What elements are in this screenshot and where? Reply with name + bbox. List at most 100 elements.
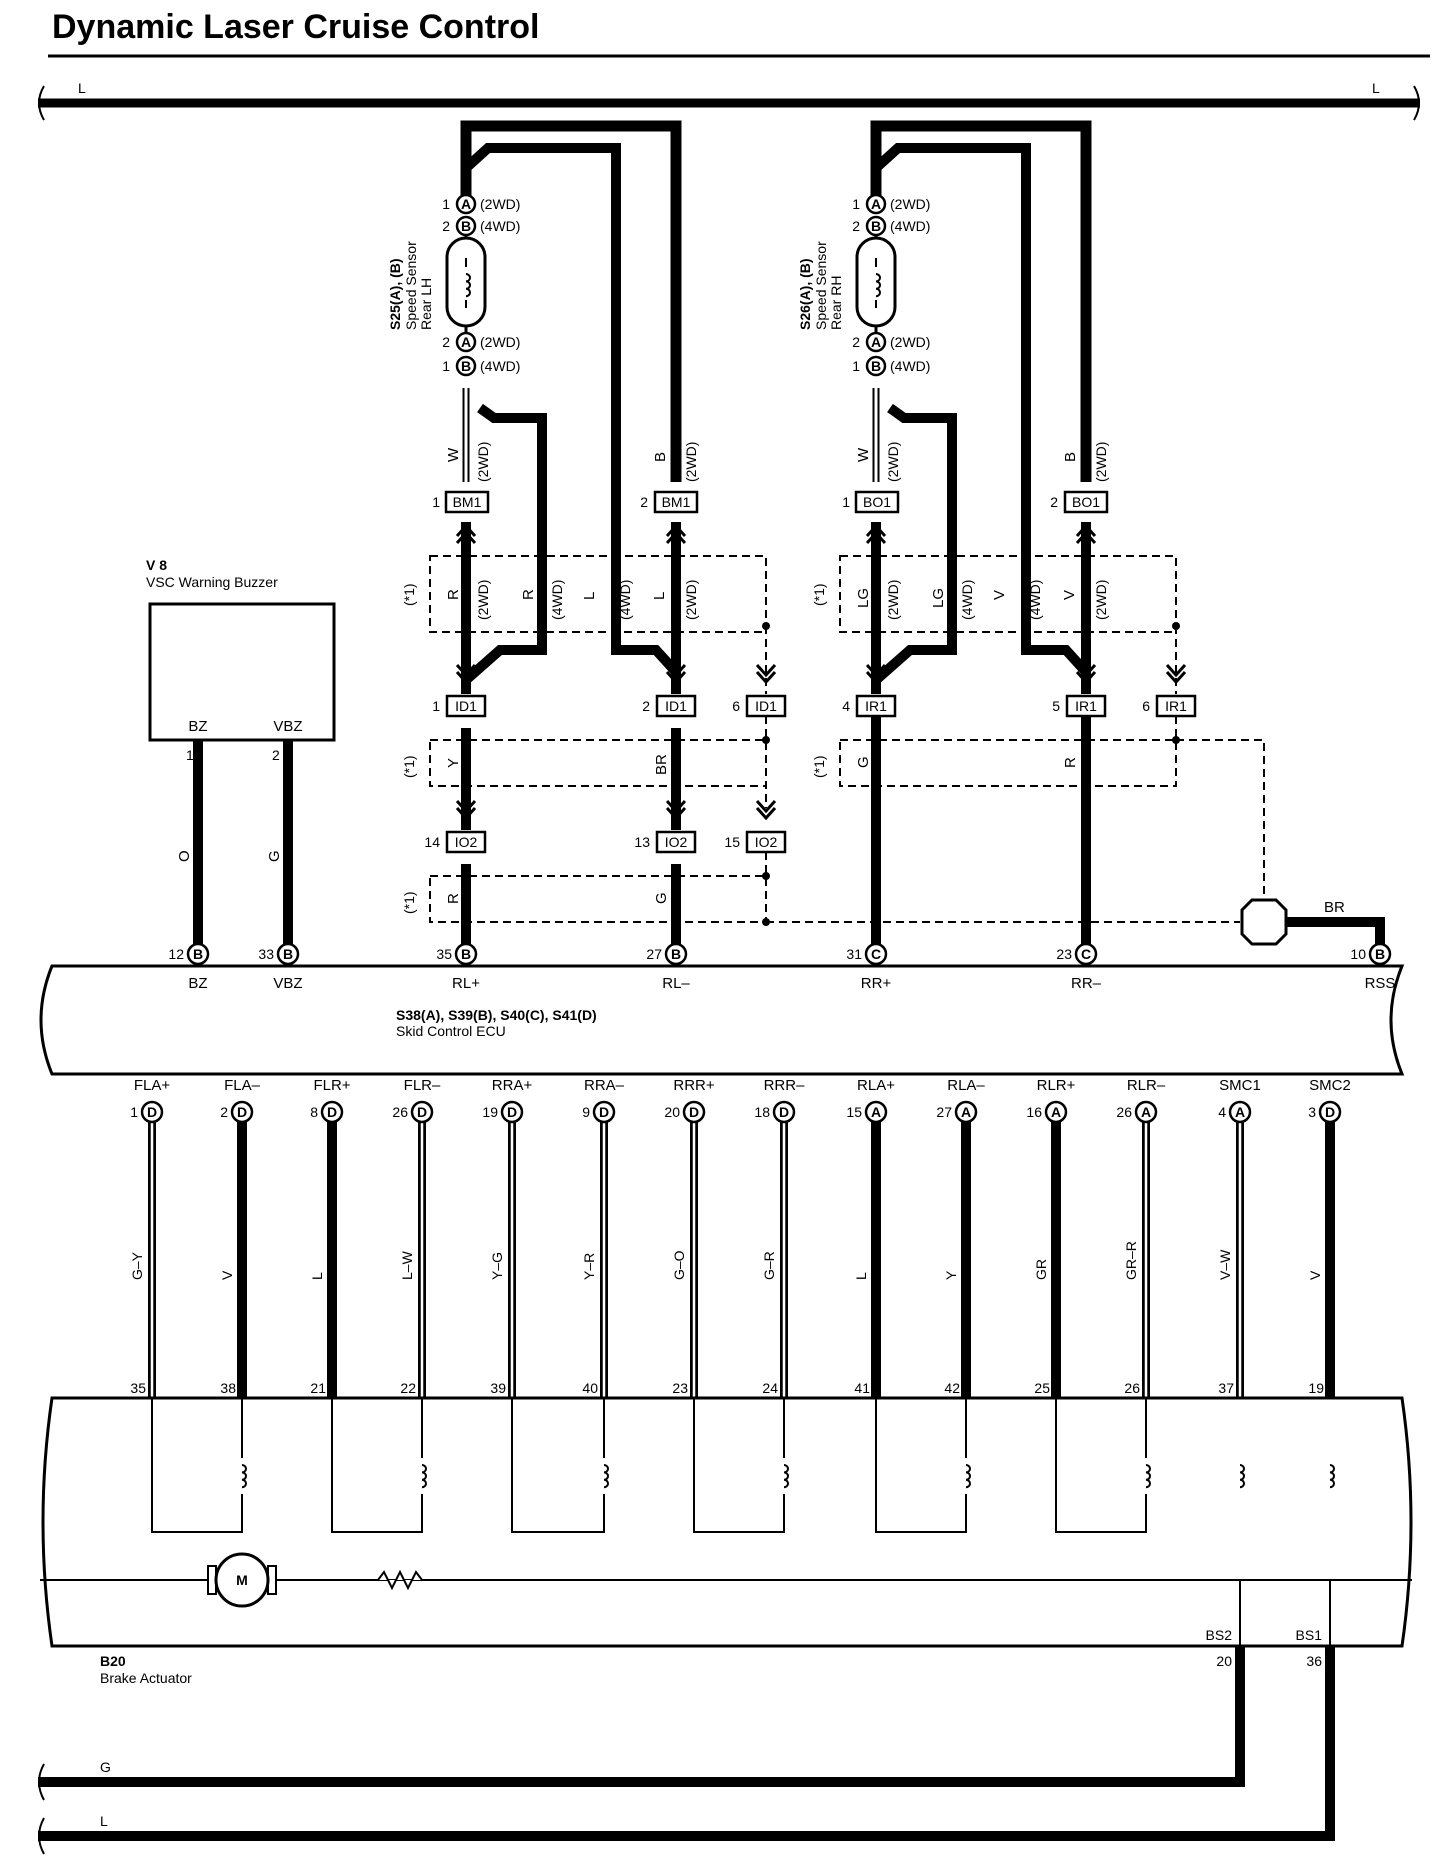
pin-number: 36	[1306, 1653, 1322, 1669]
actuator-pin-number: 21	[310, 1380, 326, 1396]
rh-sensor-name: Speed Sensor	[813, 241, 829, 330]
pin-letter: B	[193, 946, 203, 962]
ecu-name: Skid Control ECU	[396, 1023, 506, 1039]
connector-ir1-pin5: IR1	[1065, 694, 1107, 718]
pin-name: RRR–	[764, 1077, 805, 1094]
actuator-pin-number: 24	[762, 1380, 778, 1396]
connector-ir1-pin6: IR1	[1155, 694, 1197, 718]
optional-box	[429, 555, 767, 633]
wire-color: Y–G	[489, 1252, 505, 1280]
pin-name: RL–	[662, 975, 690, 992]
pin-letter: B	[283, 946, 293, 962]
pin-circle	[320, 1100, 344, 1124]
buzzer-pin-label: BZ	[188, 718, 207, 735]
pin-number: 1	[842, 494, 850, 510]
connector-bm1-pin1: BM1	[444, 490, 490, 514]
pin-name: RRA–	[584, 1077, 625, 1094]
actuator-pin-number: 37	[1218, 1380, 1234, 1396]
svg-text:A: A	[461, 196, 471, 212]
variant-label: (2WD)	[683, 442, 699, 482]
connector-bo1-pin1: BO1	[854, 490, 900, 514]
pin-number: 5	[1052, 698, 1060, 714]
skid-control-ecu	[39, 964, 1405, 1076]
pin-number: 19	[482, 1104, 498, 1120]
lh-sensor-pin-b-top: B	[455, 215, 477, 237]
wire-color-b: B	[1062, 452, 1079, 462]
wire-color-r: R	[1062, 757, 1079, 768]
actuator-pin-number: 19	[1308, 1380, 1324, 1396]
actuator-pin-number: 26	[1124, 1380, 1140, 1396]
connector-ir1-pin4: IR1	[855, 694, 897, 718]
pin-number: 27	[936, 1104, 952, 1120]
ecu-bottom-pin: RLA–A27Y42SLARL–	[904, 1077, 985, 1422]
lh-variant: (2WD)	[480, 196, 520, 212]
variant-label: (4WD)	[959, 580, 975, 620]
actuator-pin-number: 38	[220, 1380, 236, 1396]
svg-text:B: B	[871, 358, 881, 374]
pin-circle	[140, 1100, 164, 1124]
connector-bo1-pin2: BO1	[1063, 490, 1109, 514]
lh-sensor-side: Rear LH	[418, 278, 434, 330]
pin-name: BZ	[188, 975, 207, 992]
pin-name: RLR–	[1127, 1077, 1166, 1094]
pin-name: RR+	[861, 975, 892, 992]
pin-number: 8	[310, 1104, 318, 1120]
pin-letter: D	[689, 1104, 699, 1120]
wire-color-r: R	[520, 589, 537, 600]
pin-name: RL+	[452, 975, 480, 992]
wire-color: Y	[943, 1270, 959, 1280]
pin-letter: C	[1081, 946, 1091, 962]
pin-circle	[500, 1100, 524, 1124]
buzzer-name: VSC Warning Buzzer	[146, 574, 278, 590]
wire-color: V	[219, 1270, 235, 1280]
wire-color-l: L	[581, 592, 598, 600]
connector-id1-pin2: ID1	[655, 694, 697, 718]
rh-sensor-wiring	[870, 120, 1092, 950]
pin-number: 20	[1216, 1653, 1232, 1669]
rh-sensor-id: S26(A), (B)	[797, 258, 813, 330]
pin-letter: A	[961, 1104, 971, 1120]
wire-color: G–Y	[129, 1251, 145, 1280]
pin-name: RRR+	[673, 1077, 714, 1094]
wire-color: V–W	[1217, 1249, 1233, 1280]
actuator-pin-number: 23	[672, 1380, 688, 1396]
connector-io2-pin15: IO2	[745, 830, 787, 854]
wire-color: G–O	[671, 1250, 687, 1280]
variant-label: (2WD)	[885, 580, 901, 620]
optional-box	[429, 875, 767, 923]
bottom-bus-wiring	[38, 1646, 1335, 1841]
pin-name: RR–	[1071, 975, 1102, 992]
splice-point	[762, 622, 770, 630]
pin-letter: B	[1375, 946, 1385, 962]
lh-sensor-pin-a-top: A	[455, 193, 477, 215]
svg-text:IO2: IO2	[755, 834, 778, 850]
rh-pin-no: 1	[852, 196, 860, 212]
pin-number: 2	[220, 1104, 228, 1120]
actuator-name: Brake Actuator	[100, 1670, 192, 1686]
pin-name: FLR+	[313, 1077, 350, 1094]
variant-label: (2WD)	[475, 580, 491, 620]
lh-sensor-name: Speed Sensor	[403, 241, 419, 330]
pin-name: SMC2	[1309, 1077, 1351, 1094]
svg-text:M: M	[236, 1572, 248, 1588]
pin-letter: D	[779, 1104, 789, 1120]
solenoid-valve	[151, 1398, 248, 1533]
wire-color-o: O	[176, 850, 193, 862]
svg-text:ID1: ID1	[665, 698, 687, 714]
bus-label-g: G	[100, 1759, 111, 1775]
variant-label: (2WD)	[1093, 580, 1109, 620]
pin-number: 27	[646, 946, 662, 962]
actuator-pin-number: 39	[490, 1380, 506, 1396]
wire-color-lg: LG	[930, 588, 947, 608]
ecu-top-pins: B12BZB33VBZB35RL+B27RL–C31RR+C23RR–B10RS…	[168, 942, 1395, 992]
pin-number: 4	[1218, 1104, 1226, 1120]
optional-box	[839, 739, 1177, 787]
bus-label-top-left: L	[78, 80, 86, 96]
